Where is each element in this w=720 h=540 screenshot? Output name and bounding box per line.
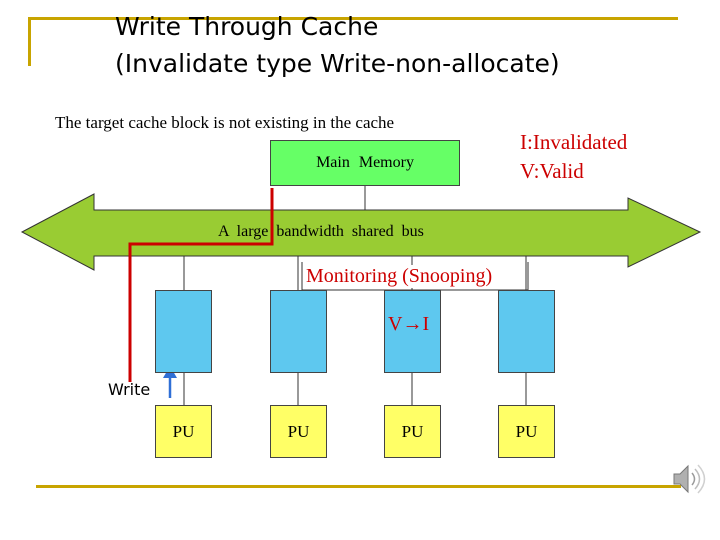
pu-box-1: PU	[155, 405, 212, 458]
pu-box-2: PU	[270, 405, 327, 458]
cache-note: The target cache block is not existing i…	[55, 113, 395, 132]
pu-label: PU	[401, 421, 424, 441]
legend-valid: V:Valid	[520, 159, 584, 183]
title-line-1: Write Through Cache	[115, 12, 379, 41]
legend-invalidated: I:Invalidated	[520, 130, 628, 154]
cache-block-3	[384, 290, 441, 373]
frame-top-line	[28, 17, 678, 20]
speaker-icon[interactable]	[673, 464, 706, 494]
title-line-2: (Invalidate type Write-non-allocate)	[115, 49, 560, 78]
frame-bottom-line	[36, 485, 681, 488]
bus-label: A large bandwidth shared bus	[218, 223, 424, 240]
main-memory-label: Main Memory	[316, 154, 414, 171]
cache-block-2	[270, 290, 327, 373]
invalidate-transition-label: V→I	[388, 313, 430, 335]
frame-left-line	[28, 18, 31, 66]
cache-block-1	[155, 290, 212, 373]
write-label: Write	[108, 380, 151, 399]
main-memory-box: Main Memory	[270, 140, 460, 186]
pu-label: PU	[515, 421, 538, 441]
snooping-label: Monitoring (Snooping)	[305, 265, 494, 288]
shared-bus-arrow	[20, 193, 702, 271]
pu-label: PU	[172, 421, 195, 441]
pu-box-4: PU	[498, 405, 555, 458]
write-path-line	[128, 188, 274, 382]
pu-label: PU	[287, 421, 310, 441]
cache-block-4	[498, 290, 555, 373]
pu-box-3: PU	[384, 405, 441, 458]
